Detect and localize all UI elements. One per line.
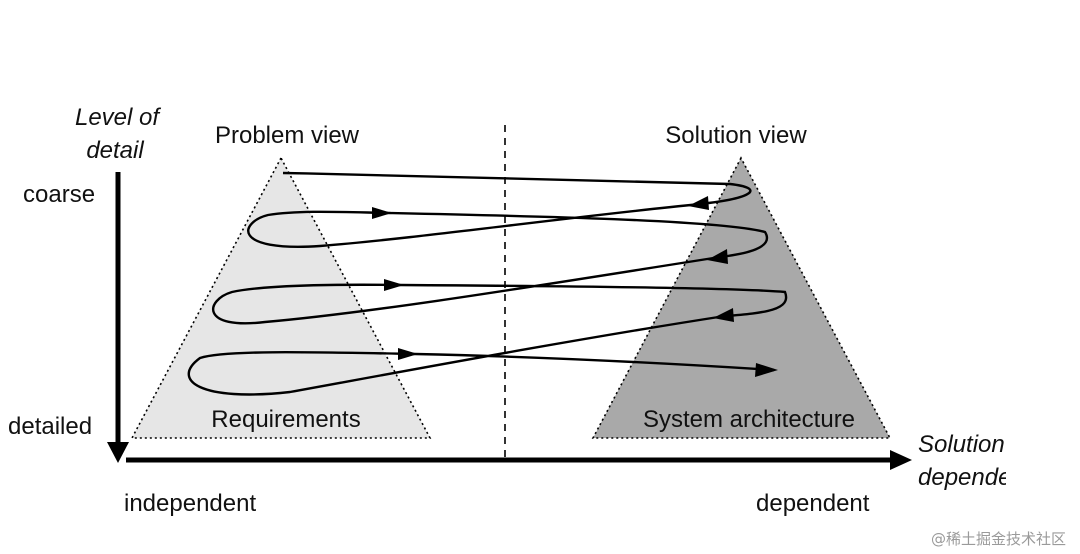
flow-arrowhead (398, 348, 418, 360)
x-axis-title-line2: dependence (918, 464, 1050, 491)
watermark-text: @稀土掘金技术社区 (931, 530, 1066, 548)
flow-arrowhead (688, 196, 709, 210)
flow-arrowhead (755, 363, 778, 377)
x-axis-left-label: independent (124, 490, 256, 517)
y-axis-arrowhead (107, 442, 129, 463)
x-axis-right-label: dependent (756, 490, 870, 517)
y-axis-title-line1: Level of (75, 104, 161, 131)
y-axis-top-label: coarse (23, 181, 95, 208)
problem-view-triangle (130, 156, 432, 439)
problem-view-title: Problem view (215, 122, 360, 149)
requirements-label: Requirements (211, 406, 360, 433)
solution-view-triangle (591, 156, 892, 439)
twin-peaks-spiral-path (187, 171, 788, 396)
y-axis-bottom-label: detailed (8, 413, 92, 440)
flow-arrowhead (713, 308, 734, 322)
flow-arrowhead (384, 279, 404, 291)
flow-arrowhead (707, 249, 728, 264)
x-axis-title-clip: Solution dependence (918, 431, 1050, 491)
x-axis-title-line1: Solution (918, 431, 1005, 458)
x-axis-arrowhead (890, 450, 912, 470)
system-architecture-label: System architecture (643, 406, 855, 433)
solution-view-title: Solution view (665, 122, 807, 149)
y-axis-title-line2: detail (86, 137, 144, 164)
flow-arrowhead (372, 207, 392, 219)
